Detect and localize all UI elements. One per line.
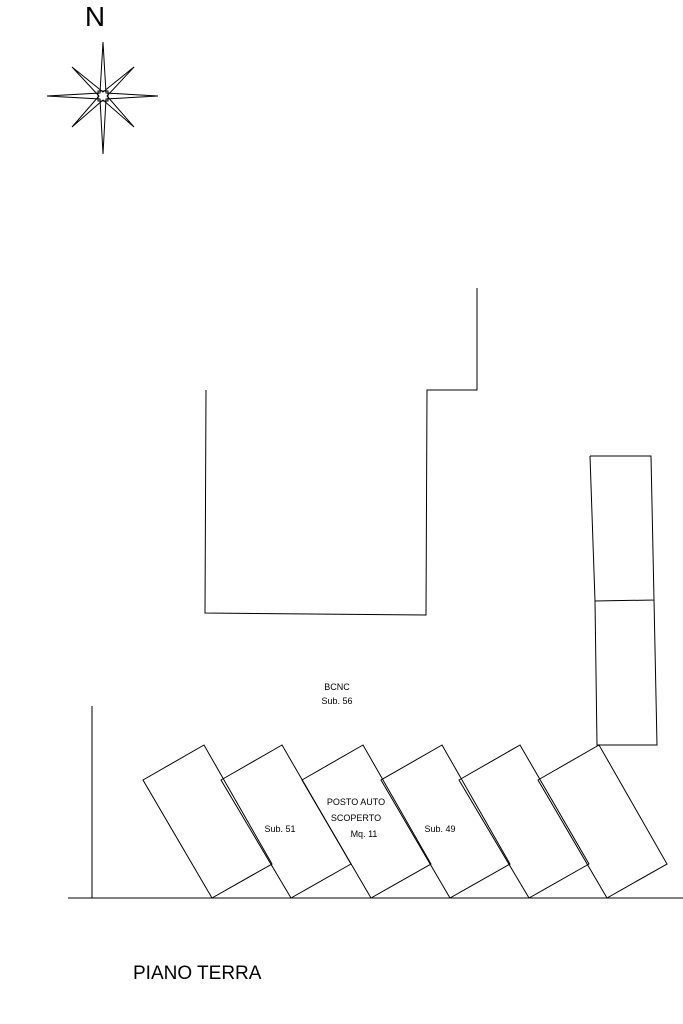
- compass-main-star: [46, 41, 159, 155]
- parking-space-3: [301, 744, 432, 899]
- floor-title: PIANO TERRA: [133, 963, 262, 984]
- parking-space-4: [380, 744, 511, 899]
- sub-51-label: Sub. 51: [264, 824, 295, 834]
- sub-49-label: Sub. 49: [424, 824, 455, 834]
- compass-diagonal-star: [71, 66, 135, 128]
- compass-center: [97, 90, 109, 102]
- parking-space-6: [537, 744, 668, 899]
- main-building-outline: [204, 288, 478, 616]
- bcnc-sub: Sub. 56: [321, 696, 352, 706]
- north-label: N: [85, 1, 105, 32]
- compass-rose-icon: [46, 41, 159, 155]
- right-building-upper: [589, 455, 655, 602]
- posto-auto-line2: SCOPERTO: [331, 813, 381, 823]
- parking-space-1: [142, 744, 273, 899]
- right-building-lower: [594, 599, 658, 746]
- parking-space-5: [458, 744, 590, 899]
- posto-auto-area: Mq. 11: [351, 829, 378, 839]
- bcnc-title: BCNC: [324, 682, 350, 692]
- north-indicator: N: [46, 1, 159, 155]
- posto-auto-line1: POSTO AUTO: [327, 797, 385, 807]
